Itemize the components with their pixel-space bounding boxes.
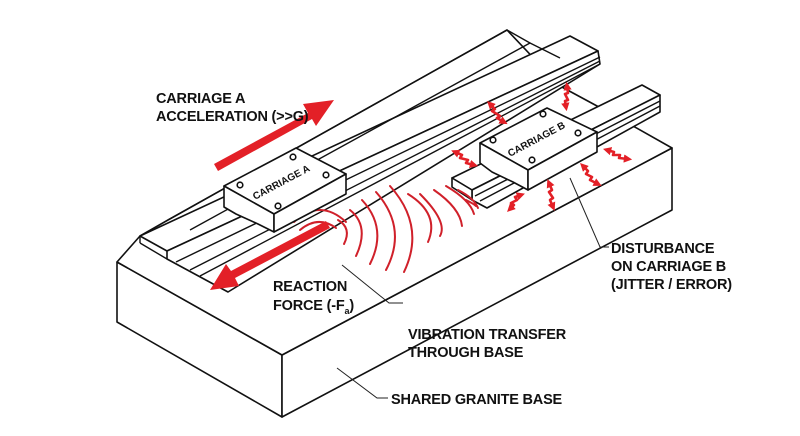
vibration-label: VIBRATION TRANSFER THROUGH BASE xyxy=(408,327,567,361)
disturbance-label-line3: (JITTER / ERROR) xyxy=(611,277,732,293)
carriage-b-front xyxy=(527,131,598,191)
acceleration-arrow-icon xyxy=(214,100,334,171)
reaction-label-prefix: FORCE (-F xyxy=(273,298,345,314)
acceleration-label-line2: ACCELERATION (>>G) xyxy=(156,109,309,125)
rail-edge xyxy=(139,242,168,260)
acceleration-label: CARRIAGE A ACCELERATION (>>G) xyxy=(156,91,309,125)
vibration-label-line1: VIBRATION TRANSFER xyxy=(408,327,567,343)
bolt-hole xyxy=(236,181,244,189)
bolt-hole xyxy=(574,129,582,137)
reaction-label: REACTION FORCE (-Fa) xyxy=(273,279,355,316)
disturbance-leader-line xyxy=(569,177,609,248)
bolt-hole xyxy=(539,110,547,118)
base-label: SHARED GRANITE BASE xyxy=(391,392,563,408)
jitter-arrows-icon xyxy=(451,81,633,212)
carriage-b: CARRIAGE B xyxy=(479,107,598,191)
disturbance-label: DISTURBANCE ON CARRIAGE B (JITTER / ERRO… xyxy=(611,241,732,293)
base-leader-line xyxy=(336,367,388,399)
reaction-label-line1: REACTION xyxy=(273,279,347,295)
vibration-leader-line xyxy=(341,264,403,304)
carriage-a-front xyxy=(273,173,347,233)
bolt-hole xyxy=(289,153,297,161)
reaction-label-subscript: a xyxy=(345,306,351,316)
reaction-arrow-icon xyxy=(210,221,330,290)
base-label-line1: SHARED GRANITE BASE xyxy=(391,392,563,408)
disturbance-label-line1: DISTURBANCE xyxy=(611,241,715,257)
bolt-hole xyxy=(528,156,536,164)
carriage-a: CARRIAGE A xyxy=(223,147,347,233)
bolt-hole xyxy=(489,136,497,144)
disturbance-label-line2: ON CARRIAGE B xyxy=(611,259,726,275)
rail-groove xyxy=(175,56,601,263)
vibration-label-line2: THROUGH BASE xyxy=(408,345,524,361)
rail-groove xyxy=(199,63,601,277)
reaction-label-suffix: ) xyxy=(349,298,354,314)
acceleration-label-line1: CARRIAGE A xyxy=(156,91,246,107)
bolt-hole xyxy=(274,202,282,210)
bolt-hole xyxy=(322,171,330,179)
reaction-label-line2: FORCE (-Fa) xyxy=(273,298,354,316)
rail-groove xyxy=(189,60,601,271)
